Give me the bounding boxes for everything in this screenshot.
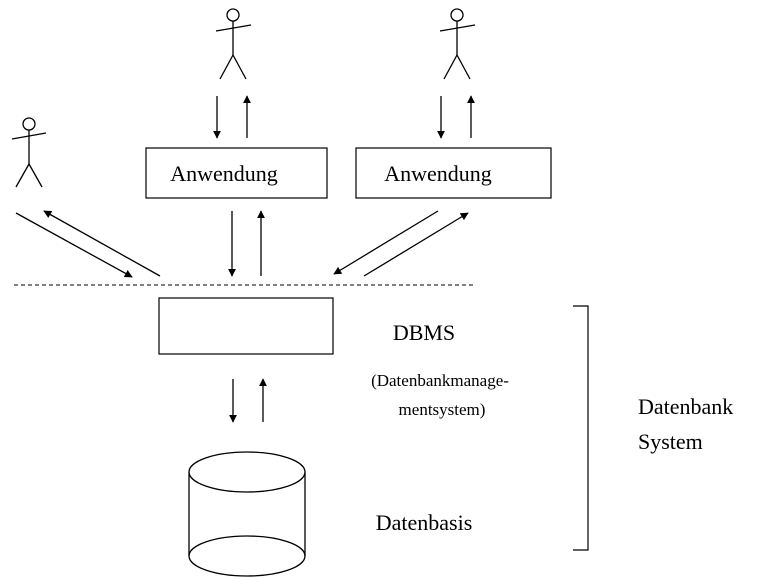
dbms-label: DBMS xyxy=(393,320,455,345)
app-box-left: Anwendung xyxy=(145,147,328,199)
dbms-description-line1: (Datenbankmanage- xyxy=(371,371,509,390)
app-box-right: Anwendung xyxy=(355,147,552,199)
actor-left xyxy=(11,117,47,188)
arrow-diag-down-user-left xyxy=(15,212,133,278)
system-label-line1: Datenbank xyxy=(638,394,733,419)
app-box-right-label: Anwendung xyxy=(384,161,492,186)
system-bracket xyxy=(573,305,589,551)
system-label-line2: System xyxy=(638,429,703,454)
arrow-diag-up-user-left xyxy=(43,210,161,277)
dbms-description-line2: mentsystem) xyxy=(399,400,486,419)
database-cylinder-icon xyxy=(188,451,306,577)
app-box-left-label: Anwendung xyxy=(170,161,278,186)
arrow-diag-up-app-right xyxy=(363,212,469,277)
actor-top-right xyxy=(439,8,476,80)
dbms-box xyxy=(158,297,334,355)
arrow-diag-down-app-right xyxy=(333,210,439,275)
actor-top-middle xyxy=(215,8,252,80)
database-label: Datenbasis xyxy=(376,510,473,535)
